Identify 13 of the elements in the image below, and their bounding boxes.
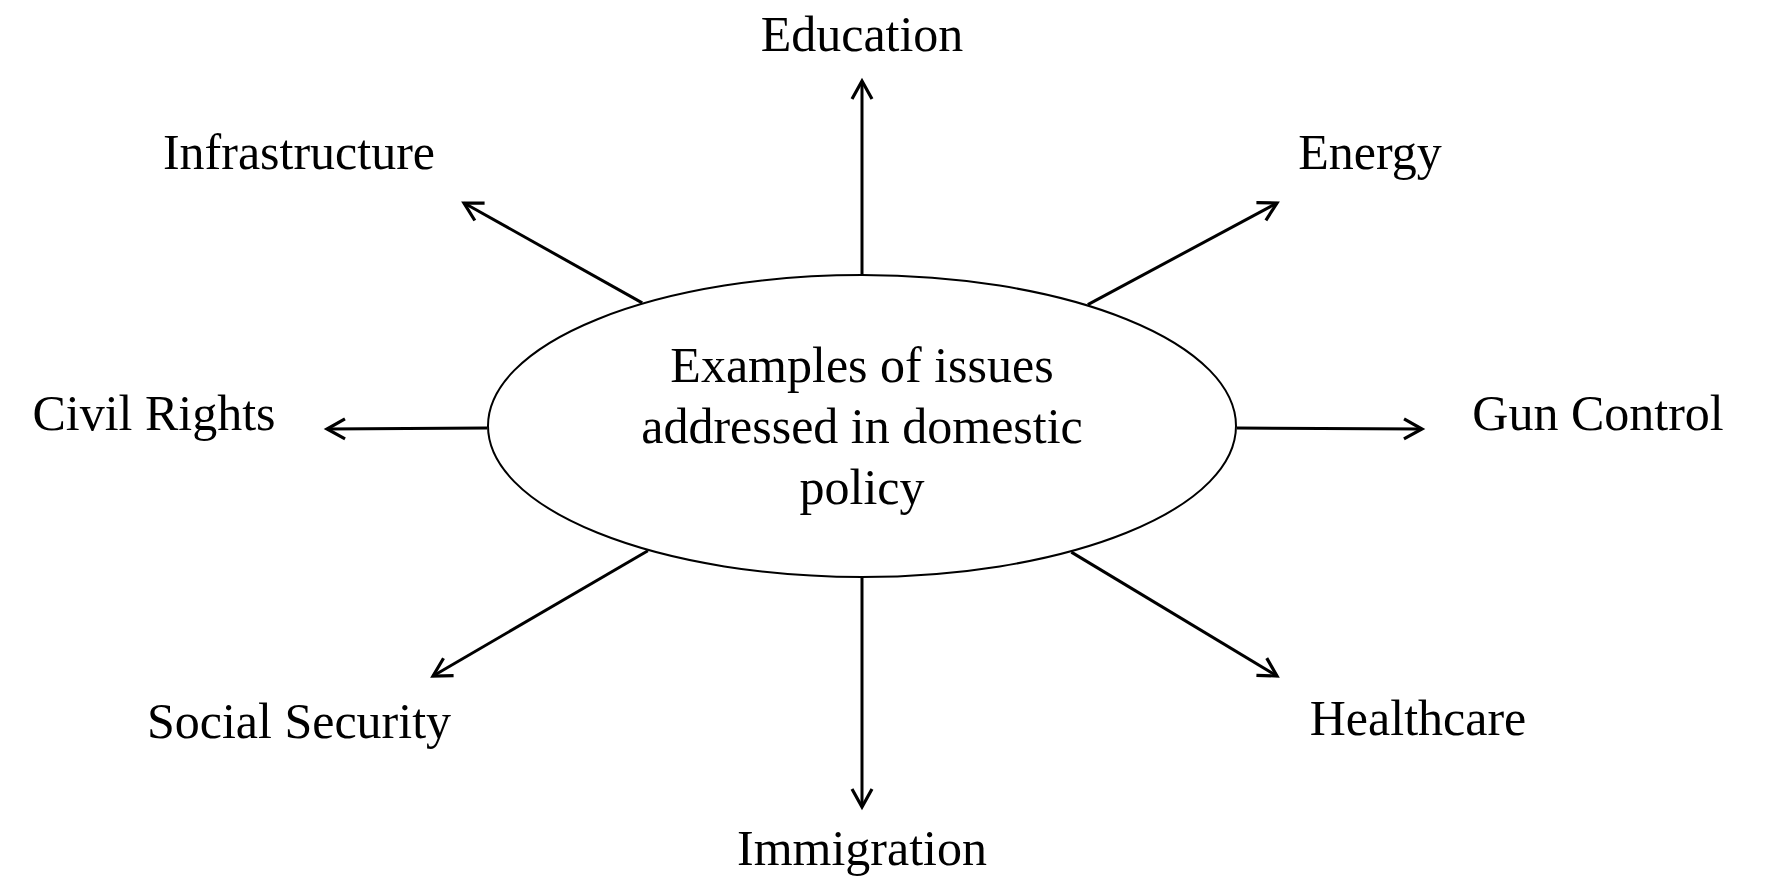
topic-label: Gun Control <box>1472 388 1724 438</box>
arrow <box>1070 550 1279 678</box>
arrow <box>1087 201 1279 306</box>
arrow <box>850 578 874 809</box>
topic-label: Infrastructure <box>162 127 436 177</box>
arrow <box>1236 417 1424 441</box>
arrow <box>462 201 643 305</box>
arrow <box>431 549 649 678</box>
arrow <box>850 79 874 274</box>
topic-label: Education <box>760 9 964 59</box>
arrow <box>325 417 488 441</box>
center-text: Examples of issues addressed in domestic policy <box>640 335 1084 517</box>
topic-label: Healthcare <box>1309 693 1527 743</box>
